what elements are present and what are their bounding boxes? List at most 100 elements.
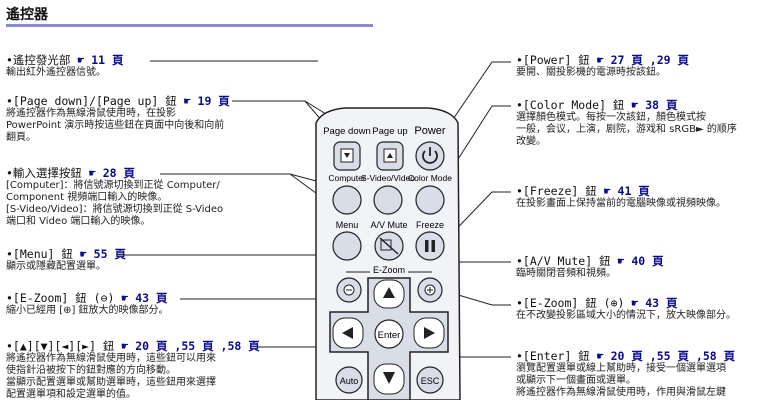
esc-label: ESC — [421, 376, 440, 386]
item-description: 在投影畫面上保持當前的電腦映像或視頻映像。 — [516, 198, 726, 209]
right-button[interactable] — [413, 317, 445, 349]
callout-line — [118, 246, 348, 256]
ezoom-label-bg — [370, 264, 408, 276]
right-item-power: •[Power] 鈕 ☛ 27 頁 ,29 頁 要開、關投影機的電源時按該鈕。 — [516, 54, 689, 79]
page-down-label: Page down — [323, 126, 371, 137]
item-description: 臨時關閉音頻和視頻。 — [516, 268, 616, 279]
up-button[interactable] — [373, 279, 405, 309]
left-item-page-buttons: •[Page down]/[Page up] 鈕 ☛ 19 頁 將遙控器作為無線… — [6, 95, 230, 144]
right-item-enter: •[Enter] 鈕 ☛ 20 頁 ,55 頁 ,58 頁 瀏覽配置選單或線上幫… — [516, 350, 735, 399]
item-description: PowerPoint 演示時按這些鈕在頁面中向後和向前 — [6, 120, 225, 131]
page-up-label: Page up — [372, 126, 407, 137]
item-description: 在不改變投影區域大小的情況下，放大映像部分。 — [516, 310, 736, 321]
item-description: 顯示或隱藏配置選單。 — [6, 261, 106, 272]
item-description: Component 視頻端口輸入的映像。 — [6, 192, 168, 203]
page-ref-link[interactable]: ☛ 28 頁 — [88, 166, 135, 180]
item-description: [Computer]：將信號源切換到正從 Computer/ — [6, 180, 220, 191]
power-label: Power — [414, 125, 446, 137]
color-mode-button[interactable] — [415, 185, 445, 215]
av-mute-button[interactable] — [374, 231, 404, 261]
av-mute-label: A/V Mute — [370, 220, 407, 230]
ezoom-minus-button[interactable] — [336, 277, 362, 303]
item-description: 輸出紅外遙控器信號。 — [6, 67, 106, 78]
item-heading: •[A/V Mute] 鈕 — [516, 254, 611, 268]
power-button[interactable] — [415, 141, 445, 171]
left-arrow-icon — [342, 327, 353, 339]
freeze-label: Freeze — [416, 220, 444, 230]
down-arrow-icon — [383, 372, 395, 384]
page-title: 遙控器 — [6, 7, 48, 23]
page-down-button[interactable] — [333, 141, 361, 171]
item-heading: •[Page down]/[Page up] 鈕 — [6, 94, 177, 108]
ezoom-plus-button[interactable] — [417, 277, 443, 303]
callout-line — [160, 173, 321, 197]
page-ref-link[interactable]: ☛ 27 頁 ,29 頁 — [596, 53, 689, 67]
item-description: 瀏覽配置選單或線上幫助時，接受一個選單選項 — [516, 363, 726, 374]
right-arrow-icon — [424, 327, 435, 339]
item-description: 使指針沿被按下的鈕對應的方向移動。 — [6, 365, 176, 376]
computer-label: Computer — [328, 173, 365, 183]
av-mute-icon — [380, 239, 392, 251]
page-ref-link[interactable]: ☛ 40 頁 — [617, 254, 664, 268]
svideo-label: S-Video/Video — [361, 173, 415, 183]
page-ref-link[interactable]: ☛ 41 頁 — [603, 184, 650, 198]
item-description: 改變。 — [516, 136, 546, 147]
item-heading: •[▲][▼][◄][►] 鈕 — [6, 339, 115, 353]
item-heading: •遙控發光部 — [6, 53, 71, 67]
page-ref-link[interactable]: ☛ 38 頁 — [631, 98, 678, 112]
item-heading: •[Color Mode] 鈕 — [516, 98, 625, 112]
auto-label: Auto — [340, 376, 359, 386]
left-item-menu: •[Menu] 鈕 ☛ 55 頁 顯示或隱藏配置選單。 — [6, 248, 126, 273]
item-description: 翻頁。 — [6, 132, 36, 143]
down-arrow-glyph — [344, 153, 350, 158]
item-heading: •[E-Zoom] 鈕 (⊕) — [516, 296, 625, 310]
menu-label: Menu — [336, 220, 359, 230]
freeze-button-shape[interactable] — [415, 231, 445, 261]
power-icon — [422, 150, 438, 164]
item-heading: •[Power] 鈕 — [516, 53, 590, 67]
item-description: 或顯示下一個畫面或選單。 — [516, 375, 636, 386]
computer-button[interactable] — [332, 185, 362, 215]
page-up-button[interactable] — [376, 141, 404, 171]
color-mode-label: Color Mode — [408, 173, 452, 183]
right-item-av-mute: •[A/V Mute] 鈕 ☛ 40 頁 臨時關閉音頻和視頻。 — [516, 255, 664, 280]
pause-icon — [425, 240, 429, 252]
title-divider — [6, 24, 373, 27]
right-item-freeze: •[Freeze] 鈕 ☛ 41 頁 在投影畫面上保持當前的電腦映像或視頻映像。 — [516, 185, 726, 210]
freeze-button[interactable] — [415, 231, 445, 261]
page-ref-link[interactable]: ☛ 19 頁 — [183, 94, 230, 108]
item-description: 端口和 Video 端口輸入的映像。 — [6, 216, 151, 227]
item-heading: •[Freeze] 鈕 — [516, 184, 597, 198]
auto-button-shape[interactable] — [335, 366, 363, 394]
enter-label: Enter — [378, 330, 401, 341]
left-item-arrow-buttons: •[▲][▼][◄][►] 鈕 ☛ 20 頁 ,55 頁 ,58 頁 將遙控器作… — [6, 340, 260, 401]
page-ref-link[interactable]: ☛ 55 頁 — [79, 247, 126, 261]
page-ref-link[interactable]: ☛ 43 頁 — [121, 291, 168, 305]
left-button[interactable] — [332, 317, 364, 349]
item-description: 當顯示配置選單或幫助選單時，這些鈕用來選擇 — [6, 377, 216, 388]
svideo-button[interactable] — [373, 185, 403, 215]
ezoom-label: E-Zoom — [373, 265, 405, 275]
auto-button[interactable]: Auto — [335, 366, 363, 394]
item-description: 將遙控器作為無線滑鼠使用時，在投影 — [6, 108, 176, 119]
page-ref-link[interactable]: ☛ 20 頁 ,55 頁 ,58 頁 — [596, 349, 736, 363]
item-heading: •[E-Zoom] 鈕 (⊖) — [6, 291, 115, 305]
page-ref-link[interactable]: ☛ 11 頁 — [77, 53, 124, 67]
esc-button[interactable]: ESC — [416, 366, 444, 394]
item-description: 一般，会议，上演，剧院，游戏和 sRGB► 的顺序 — [516, 124, 737, 135]
item-description: 要開、關投影機的電源時按該鈕。 — [516, 67, 666, 78]
enter-button-shape[interactable] — [374, 319, 404, 349]
left-item-ezoom-minus: •[E-Zoom] 鈕 (⊖) ☛ 43 頁 縮小已經用 [⊕] 鈕放大的映像部… — [6, 292, 169, 317]
page-ref-link[interactable]: ☛ 43 頁 — [631, 296, 678, 310]
item-description: 選擇顏色模式。每按一次該鈕，顏色模式按 — [516, 112, 706, 123]
menu-button[interactable] — [332, 231, 362, 261]
item-heading: •[Enter] 鈕 — [516, 349, 590, 363]
page-ref-link[interactable]: ☛ 20 頁 ,55 頁 ,58 頁 — [121, 339, 260, 353]
item-heading: •[Menu] 鈕 — [6, 247, 73, 261]
down-button[interactable] — [373, 363, 405, 395]
enter-button[interactable]: Enter — [374, 319, 404, 349]
pause-icon-bar — [431, 240, 435, 252]
esc-button-shape[interactable] — [416, 366, 444, 394]
right-item-color-mode: •[Color Mode] 鈕 ☛ 38 頁 選擇顏色模式。每按一次該鈕，顏色模… — [516, 99, 737, 148]
item-description: 將遙控器作為無線滑鼠使用時，作用與滑鼠左鍵 — [516, 387, 726, 398]
